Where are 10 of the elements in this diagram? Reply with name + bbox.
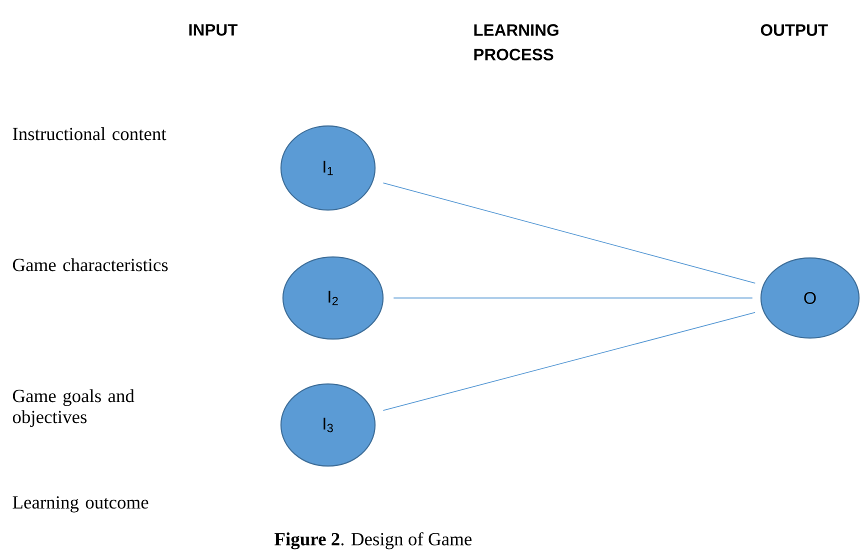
input-label: Game characteristics — [12, 258, 168, 272]
input-label: Instructional content — [12, 127, 166, 140]
column-heading: LEARNING PROCESS — [474, 24, 558, 60]
connector-line — [382, 312, 756, 411]
column-heading: OUTPUT — [760, 24, 828, 36]
input-label: Learning outcome — [12, 496, 148, 512]
input-label: Game goals and objectives — [12, 389, 134, 427]
connector-line — [382, 182, 756, 284]
column-heading: INPUT — [189, 24, 238, 36]
figure-caption: Figure 2. Design of Game — [274, 532, 472, 550]
